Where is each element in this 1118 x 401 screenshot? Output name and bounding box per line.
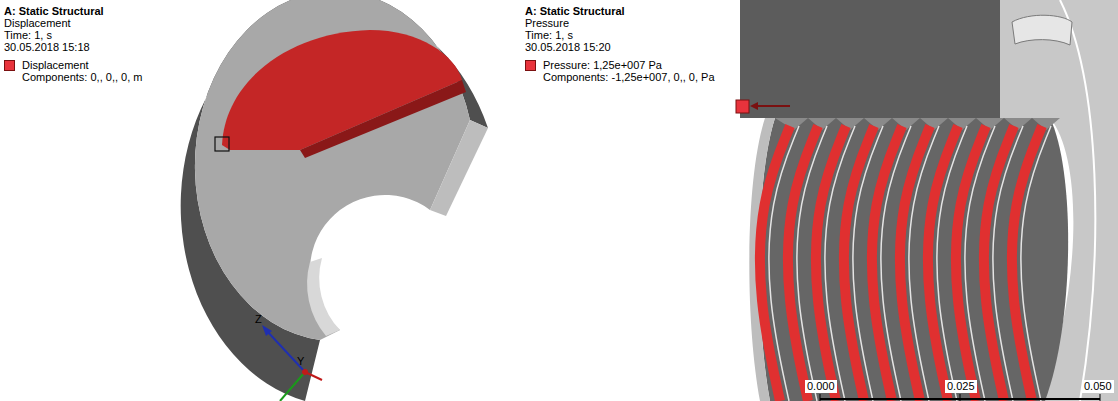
pressure-marker xyxy=(736,100,790,113)
legend-text: Pressure: 1,25e+007 Pa xyxy=(543,59,662,72)
legend-text: Displacement xyxy=(22,59,89,72)
date-text: 30.05.2018 15:18 xyxy=(4,41,90,54)
scale-number: 0.025 xyxy=(945,380,977,393)
result-name: Pressure xyxy=(525,17,569,30)
components-text: Components: -1,25e+007, 0,, 0, Pa xyxy=(543,71,715,84)
scale-number: 0.000 xyxy=(805,380,837,393)
result-name: Displacement xyxy=(4,17,71,30)
date-text: 30.05.2018 15:20 xyxy=(525,41,611,54)
thread-edge xyxy=(1021,126,1051,401)
scale-bar xyxy=(820,394,1100,401)
c-ring-part xyxy=(181,0,488,401)
axis-triad xyxy=(262,325,322,401)
components-text: Components: 0,, 0,, 0, m xyxy=(22,71,142,84)
title-text: A: Static Structural xyxy=(525,5,625,18)
axis-label: Z xyxy=(255,313,262,326)
scale-number: 0.050 xyxy=(1082,380,1114,393)
time-text: Time: 1, s xyxy=(4,29,52,42)
thread-face xyxy=(1012,126,1042,401)
legend-swatch xyxy=(4,60,15,71)
thread-faces xyxy=(760,118,1060,401)
legend-swatch xyxy=(525,60,536,71)
title-text: A: Static Structural xyxy=(4,5,104,18)
axis-label: Y xyxy=(297,355,304,368)
threaded-bore xyxy=(740,0,1118,401)
time-text: Time: 1, s xyxy=(525,29,573,42)
